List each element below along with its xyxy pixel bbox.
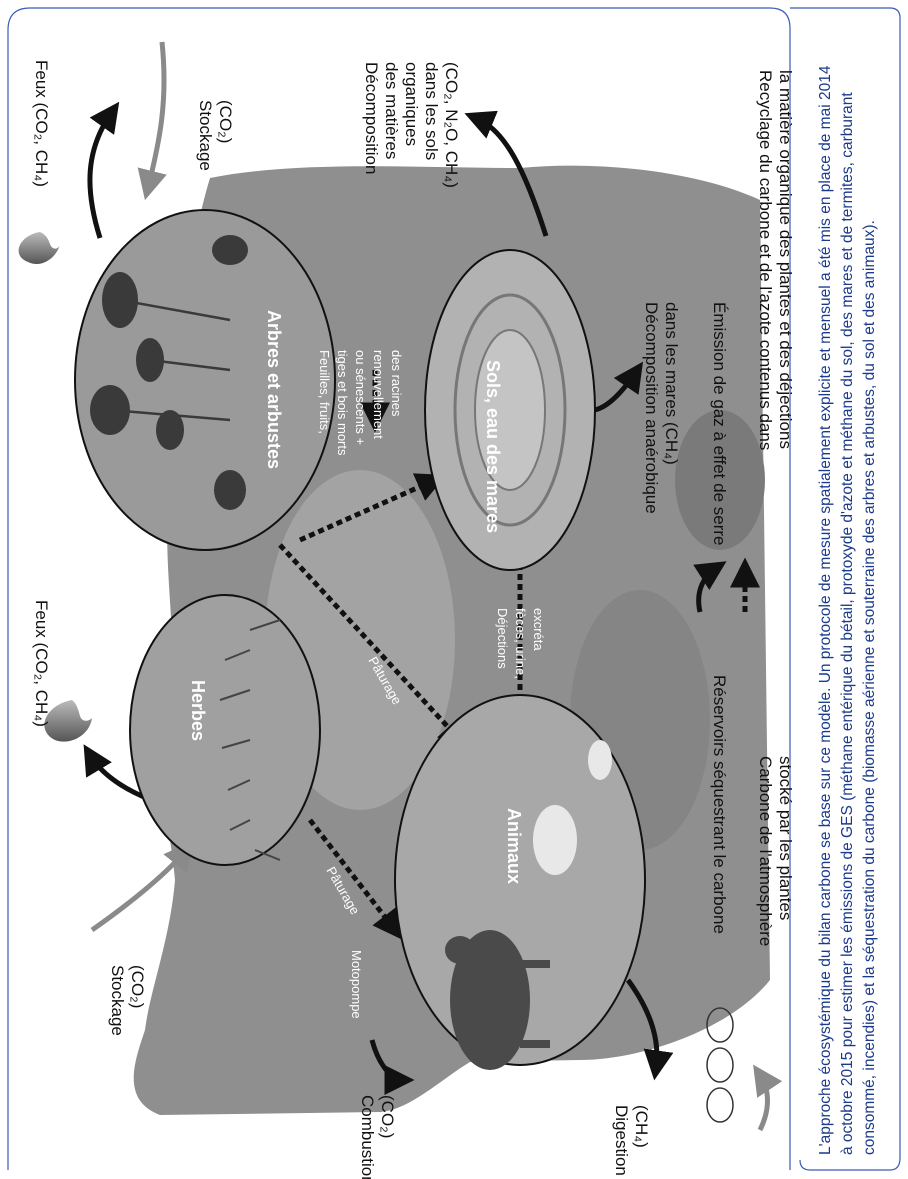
feux-top-label: Feux (CO₂, CH₄) <box>32 60 51 187</box>
feux-left-label: Feux (CO₂, CH₄) <box>32 600 51 727</box>
arbres-reservoir <box>75 210 335 550</box>
legend-carbone-line1: Carbone de l'atmosphère <box>756 756 775 946</box>
feuilles-line4: renouvellement <box>371 350 386 439</box>
combustion-label: Combustion <box>358 1095 377 1179</box>
legend-recyclage-line2: la matière organique des plantes et des … <box>776 70 795 449</box>
digestion-ch4: (CH₄) <box>632 1105 651 1148</box>
caption-line3: consommé, incendies) et la séquestration… <box>861 220 878 1155</box>
legend-reservoirs: Réservoirs séquestrant le carbone <box>710 675 729 934</box>
sols-label: Sols, eau des mares <box>483 360 503 533</box>
stockage-top-label: Stockage <box>196 100 215 171</box>
herbes-reservoir <box>130 595 320 865</box>
decomp-sol-line3: organiques <box>402 62 421 146</box>
decomp-mares-line1: Décomposition anaérobique <box>642 302 661 514</box>
legend-recyclage-line1: Recyclage du carbone et de l'azote conte… <box>756 70 775 450</box>
dejections-line3: excréta <box>531 608 546 651</box>
arbres-label: Arbres et arbustes <box>264 310 284 469</box>
caption-line2: à octobre 2015 pour estimer les émission… <box>839 92 856 1155</box>
decomp-sol-line5: (CO₂, N₂O, CH₄) <box>442 62 461 188</box>
feuilles-line5: des racines <box>389 350 404 417</box>
stockage-left-co2: (CO₂) <box>128 965 147 1008</box>
animaux-label: Animaux <box>504 808 524 884</box>
caption-line1: L'approche écosystémique du bilan carbon… <box>817 65 834 1155</box>
legend-carbon-arrow-icon <box>760 1075 768 1130</box>
motopompe-label: Motopompe <box>349 950 364 1019</box>
combustion-co2: (CO₂) <box>378 1095 397 1138</box>
legend-carbone-line2: stocké par les plantes <box>776 756 795 920</box>
legend-emission: Émission de gaz à effet de serre <box>710 302 729 546</box>
feuilles-line1: Feuilles, fruits, <box>317 350 332 434</box>
decomp-sol-line1: Décomposition <box>362 62 381 174</box>
dejections-line2: fèces, urine, <box>513 608 528 679</box>
decomp-sol-line2: des matières <box>382 62 401 159</box>
decomp-sol-line4: dans les sols <box>422 62 441 160</box>
dejections-line1: Déjections <box>495 608 510 669</box>
feuilles-line3: ou sénescents + <box>353 350 368 445</box>
fire-icon-top <box>19 232 60 264</box>
digestion-label: Digestion <box>612 1105 631 1176</box>
decomp-mares-line2: dans les mares (CH₄) <box>662 302 681 465</box>
stockage-left-label: Stockage <box>108 965 127 1036</box>
feuilles-line2: tiges et bois morts <box>335 350 350 456</box>
stockage-top-co2: (CO₂) <box>216 100 235 143</box>
herbes-label: Herbes <box>188 680 208 741</box>
